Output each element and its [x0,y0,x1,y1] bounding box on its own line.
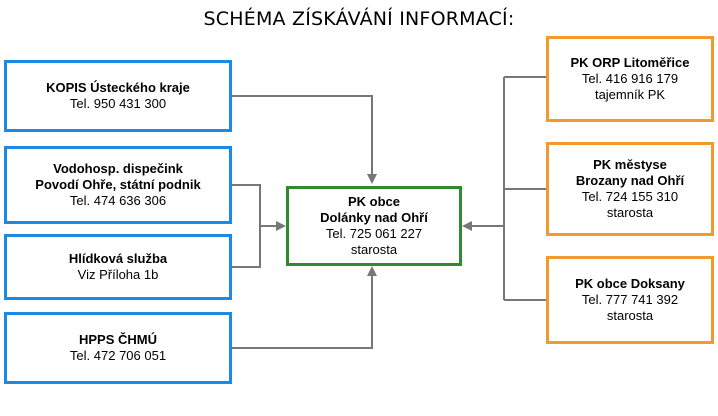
connector-vodohosp [232,184,261,226]
box-hpps-phone: Tel. 472 706 051 [69,348,167,363]
box-vodohosp-name1: Vodohosp. dispečink [53,161,183,176]
box-kopis-phone: Tel. 950 431 300 [69,96,167,111]
diagram-title: SCHÉMA ZÍSKÁVÁNÍ INFORMACÍ: [203,8,515,30]
box-orp-phone: Tel. 416 916 179 [581,71,679,86]
box-brozany-phone: Tel. 724 155 310 [581,189,679,204]
connector-hpps [232,266,377,349]
box-orp-role: tajemník PK [594,87,666,102]
box-doksany: PK obce Doksany Tel. 777 741 392 starost… [546,256,714,344]
box-vodohosp-name2: Povodí Ohře, státní podnik [35,177,201,192]
box-doksany-name: PK obce Doksany [575,276,685,291]
box-hlidkova-name: Hlídková služba [68,251,168,266]
box-hpps: HPPS ČHMÚ Tel. 472 706 051 [4,312,232,384]
box-hlidkova-note: Viz Příloha 1b [77,267,159,282]
box-orp-name: PK ORP Litoměřice [570,55,690,70]
box-vodohosp: Vodohosp. dispečink Povodí Ohře, státní … [4,146,232,224]
box-hpps-name: HPPS ČHMÚ [78,332,157,347]
box-doksany-role: starosta [606,308,654,323]
box-center-line2: Dolánky nad Ohří [320,210,428,225]
connector-hlidkova [232,226,261,268]
box-brozany-name2: Brozany nad Ohří [575,173,685,188]
box-brozany-role: starosta [606,205,654,220]
box-center-phone: Tel. 725 061 227 [325,226,423,241]
connector-kopis [232,95,377,184]
box-center-role: starosta [350,242,398,257]
box-vodohosp-phone: Tel. 474 636 306 [69,193,167,208]
box-center-dolanky: PK obce Dolánky nad Ohří Tel. 725 061 22… [286,186,462,266]
box-kopis-name: KOPIS Ústeckého kraje [46,80,190,95]
box-brozany-name1: PK městyse [593,157,667,172]
box-center-line1: PK obce [347,194,400,209]
box-orp-litomerice: PK ORP Litoměřice Tel. 416 916 179 tajem… [546,36,714,122]
box-hlidkova: Hlídková služba Viz Příloha 1b [4,234,232,300]
box-doksany-phone: Tel. 777 741 392 [581,292,679,307]
box-kopis: KOPIS Ústeckého kraje Tel. 950 431 300 [4,60,232,132]
box-brozany: PK městyse Brozany nad Ohří Tel. 724 155… [546,142,714,236]
